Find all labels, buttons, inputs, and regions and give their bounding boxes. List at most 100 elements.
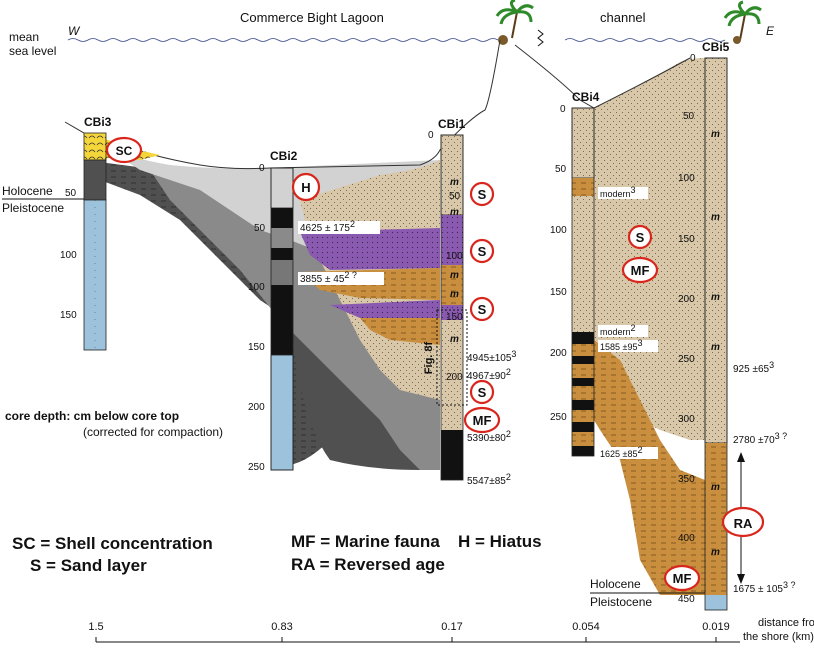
age-cbi2-b: 3855 ± 452 ? [300, 270, 357, 285]
holocene-label-left: Holocene [2, 184, 53, 198]
cbi5-depth-250: 250 [678, 354, 695, 365]
east-label: E [766, 24, 775, 38]
arrow-down-icon [737, 574, 745, 584]
svg-text:MF: MF [631, 263, 650, 278]
svg-text:S: S [478, 385, 487, 400]
hiatus-symbol: H [291, 172, 321, 202]
distance-tick-label: 0.019 [702, 621, 730, 633]
cbi4-depth-0: 0 [560, 104, 566, 115]
cbi5-depth-150: 150 [678, 234, 695, 245]
cbi5-depth-450: 450 [678, 594, 695, 605]
sea-level-label-2: sea level [9, 44, 56, 58]
cbi1-depth-100: 100 [446, 251, 463, 262]
cbi3-depth-100: 100 [60, 250, 77, 261]
core-name-cbi2: CBi2 [270, 149, 298, 163]
svg-text:S: S [636, 230, 645, 245]
cbi4-depth-250: 250 [550, 412, 567, 423]
holocene-label-right: Holocene [590, 577, 641, 591]
distance-tick-label: 0.17 [441, 621, 462, 633]
purple-sand-layer-upper [300, 228, 440, 270]
arrow-up-icon [737, 452, 745, 462]
cbi5-depth-0: 0 [690, 53, 696, 64]
distance-tick-label: 0.83 [271, 621, 292, 633]
fig-8f-label: Fig. 8f [423, 341, 435, 374]
age-cbi1-c: 5390±802 [467, 429, 511, 444]
cbi1-depth-200: 200 [446, 372, 463, 383]
cbi4-depth-50: 50 [555, 164, 567, 175]
pleistocene-label-right: Pleistocene [590, 595, 652, 609]
core-cbi4 [571, 107, 595, 457]
sea-level-line-left [67, 38, 499, 42]
cbi2-depth-50: 50 [254, 223, 266, 234]
age-cbi4-c: 1585 ±953 [600, 338, 643, 352]
cbi2-depth-250: 250 [248, 462, 265, 473]
marine-fauna-m: m [450, 289, 459, 300]
sea-level-line-right [564, 38, 726, 42]
marine-fauna-m: m [450, 334, 459, 345]
svg-text:S: S [478, 302, 487, 317]
distance-tick-label: 1.5 [88, 621, 103, 633]
marine-fauna-symbol: MF [663, 564, 701, 592]
sand-layer-symbol: S [469, 379, 495, 405]
svg-text:MF: MF [473, 413, 492, 428]
age-cbi1-d: 5547±852 [467, 472, 511, 487]
core-name-cbi4: CBi4 [572, 90, 600, 104]
core-cbi3 [83, 132, 107, 351]
sand-layer-symbol: S [469, 296, 495, 322]
marine-fauna-m: m [450, 207, 459, 218]
marine-fauna-m: m [711, 129, 720, 140]
mid-gray-unit [150, 168, 440, 470]
orange-layer-left-2 [360, 318, 440, 345]
cbi1-depth-0: 0 [428, 130, 434, 141]
age-cbi1-a: 4945±1053 [467, 349, 516, 364]
age-cbi2-a: 4625 ± 1752 [300, 219, 355, 234]
cbi3-depth-50: 50 [65, 188, 77, 199]
svg-text:MF: MF [673, 571, 692, 586]
palm-tree-icon [495, 0, 534, 45]
cbi2-depth-150: 150 [248, 342, 265, 353]
age-cbi1-b: 4967±902 [467, 367, 511, 382]
marine-fauna-m: m [711, 342, 720, 353]
section-break-icon [537, 29, 544, 47]
legend-s: S = Sand layer [30, 556, 147, 575]
cbi2-depth-0: 0 [259, 163, 265, 174]
core-name-cbi5: CBi5 [702, 40, 730, 54]
cbi1-depth-50: 50 [449, 191, 461, 202]
distance-axis-label-2: the shore (km) [743, 631, 814, 643]
svg-text:RA: RA [734, 516, 753, 531]
core-cbi1 [440, 134, 464, 481]
cbi4-depth-150: 150 [550, 287, 567, 298]
cbi5-depth-400: 400 [678, 533, 695, 544]
cbi1-depth-150: 150 [446, 312, 463, 323]
lagoon-title: Commerce Bight Lagoon [240, 10, 384, 25]
sea-level-label-1: mean [9, 30, 39, 44]
legend-sc: SC = Shell concentration [12, 534, 213, 553]
purple-sand-layer-lower [330, 300, 440, 318]
channel-title: channel [600, 10, 646, 25]
reversed-age-symbol: RA [721, 506, 765, 538]
legend-mf: MF = Marine fauna [291, 532, 440, 551]
age-cbi4-b: modern2 [600, 323, 636, 337]
marine-fauna-symbol: MF [463, 406, 501, 434]
cbi5-depth-100: 100 [678, 173, 695, 184]
cbi4-depth-100: 100 [550, 225, 567, 236]
age-cbi5-b: 2780 ±703 ? [733, 431, 787, 446]
orange-unit-right [594, 340, 705, 595]
age-cbi4-a: modern3 [600, 185, 636, 199]
fig-8f-box [436, 309, 468, 406]
core-name-cbi1: CBi1 [438, 117, 466, 131]
core-name-cbi3: CBi3 [84, 115, 112, 129]
svg-text:S: S [478, 187, 487, 202]
legend-h: H = Hiatus [458, 532, 542, 551]
pleistocene-label-left: Pleistocene [2, 201, 64, 215]
svg-text:SC: SC [116, 144, 133, 158]
core-cbi2 [270, 167, 294, 471]
sc-symbol: SC [105, 136, 143, 164]
cbi2-depth-200: 200 [248, 402, 265, 413]
marine-fauna-m: m [711, 212, 720, 223]
marine-fauna-m: m [711, 547, 720, 558]
sand-layer-symbol: S [627, 224, 653, 250]
svg-text:H: H [301, 180, 310, 195]
palm-tree-icon [723, 0, 762, 44]
legend-ra: RA = Reversed age [291, 555, 445, 574]
